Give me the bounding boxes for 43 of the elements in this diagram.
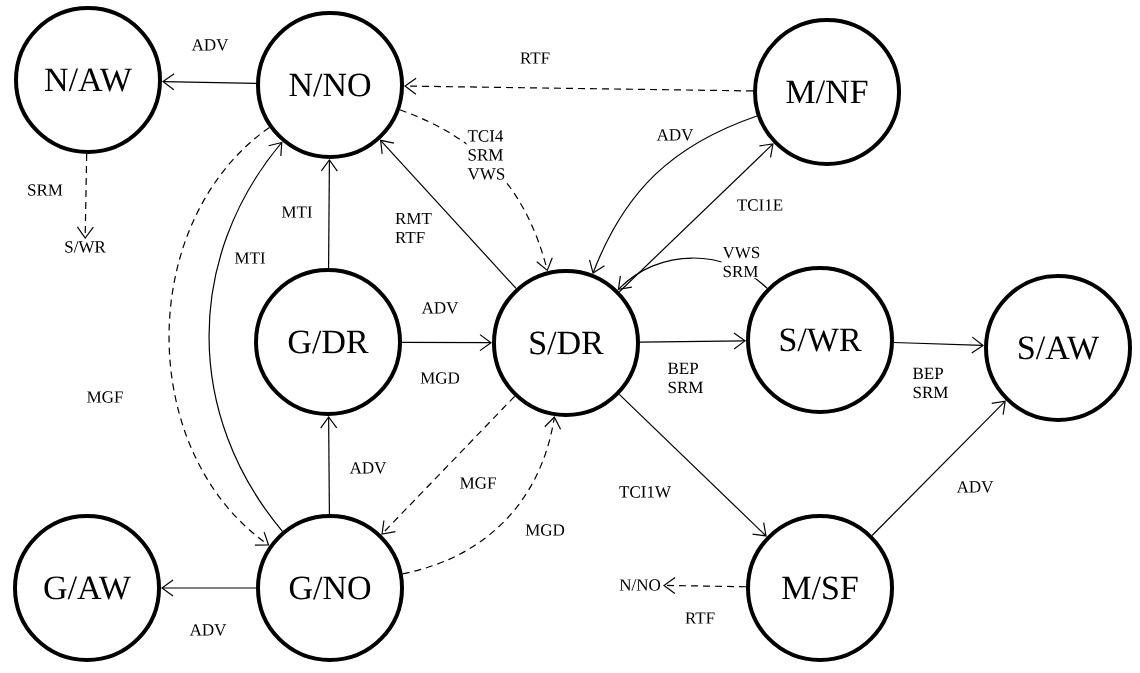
edge-label: MTI bbox=[233, 251, 267, 265]
edge-label: MGF bbox=[458, 476, 498, 490]
arrow bbox=[379, 139, 517, 289]
edge-label: TCI1W bbox=[618, 485, 672, 499]
edge-label: ADV bbox=[188, 623, 228, 637]
edge-label: TCI4 SRM VWS bbox=[466, 129, 514, 181]
edge-label: MGF bbox=[85, 390, 125, 404]
edge-label: BEP SRM bbox=[666, 361, 714, 395]
arrow bbox=[588, 115, 758, 274]
edge-label: RTF bbox=[518, 51, 552, 65]
arrow bbox=[639, 332, 747, 350]
state-label: S/WR bbox=[65, 241, 106, 253]
arrow bbox=[208, 141, 284, 532]
arrow bbox=[662, 577, 747, 595]
edge-label: ADV bbox=[655, 128, 695, 142]
edge-label: TCI1E bbox=[735, 198, 785, 212]
arrow bbox=[161, 579, 257, 597]
edge-label: MTI bbox=[280, 205, 314, 219]
arrow bbox=[76, 153, 94, 240]
edge-label: ADV bbox=[190, 38, 230, 52]
arrow bbox=[404, 77, 754, 95]
arrow bbox=[618, 393, 767, 537]
arrow bbox=[893, 336, 985, 354]
arrow bbox=[168, 126, 270, 546]
edge-label: ADV bbox=[955, 480, 995, 494]
arrow bbox=[871, 400, 1006, 537]
arrow bbox=[320, 416, 338, 515]
arrow bbox=[162, 73, 257, 91]
edge-label: SRM bbox=[26, 183, 64, 197]
arrow bbox=[618, 143, 774, 293]
edge-label: VWS SRM bbox=[721, 245, 769, 279]
edge-label: RTF bbox=[683, 611, 717, 625]
edge-label: MGD bbox=[524, 523, 566, 537]
arrow bbox=[320, 159, 338, 269]
edge-label: ADV bbox=[420, 301, 460, 315]
edge-label: RMT RTF bbox=[394, 211, 436, 245]
edge-label: ADV bbox=[348, 461, 388, 475]
state-label: N/NO bbox=[619, 579, 661, 591]
arrow bbox=[401, 334, 492, 352]
arrow bbox=[402, 416, 562, 575]
edge-label: BEP SRM bbox=[911, 366, 959, 400]
event-label: MGD bbox=[419, 371, 461, 385]
arrow bbox=[381, 395, 516, 535]
